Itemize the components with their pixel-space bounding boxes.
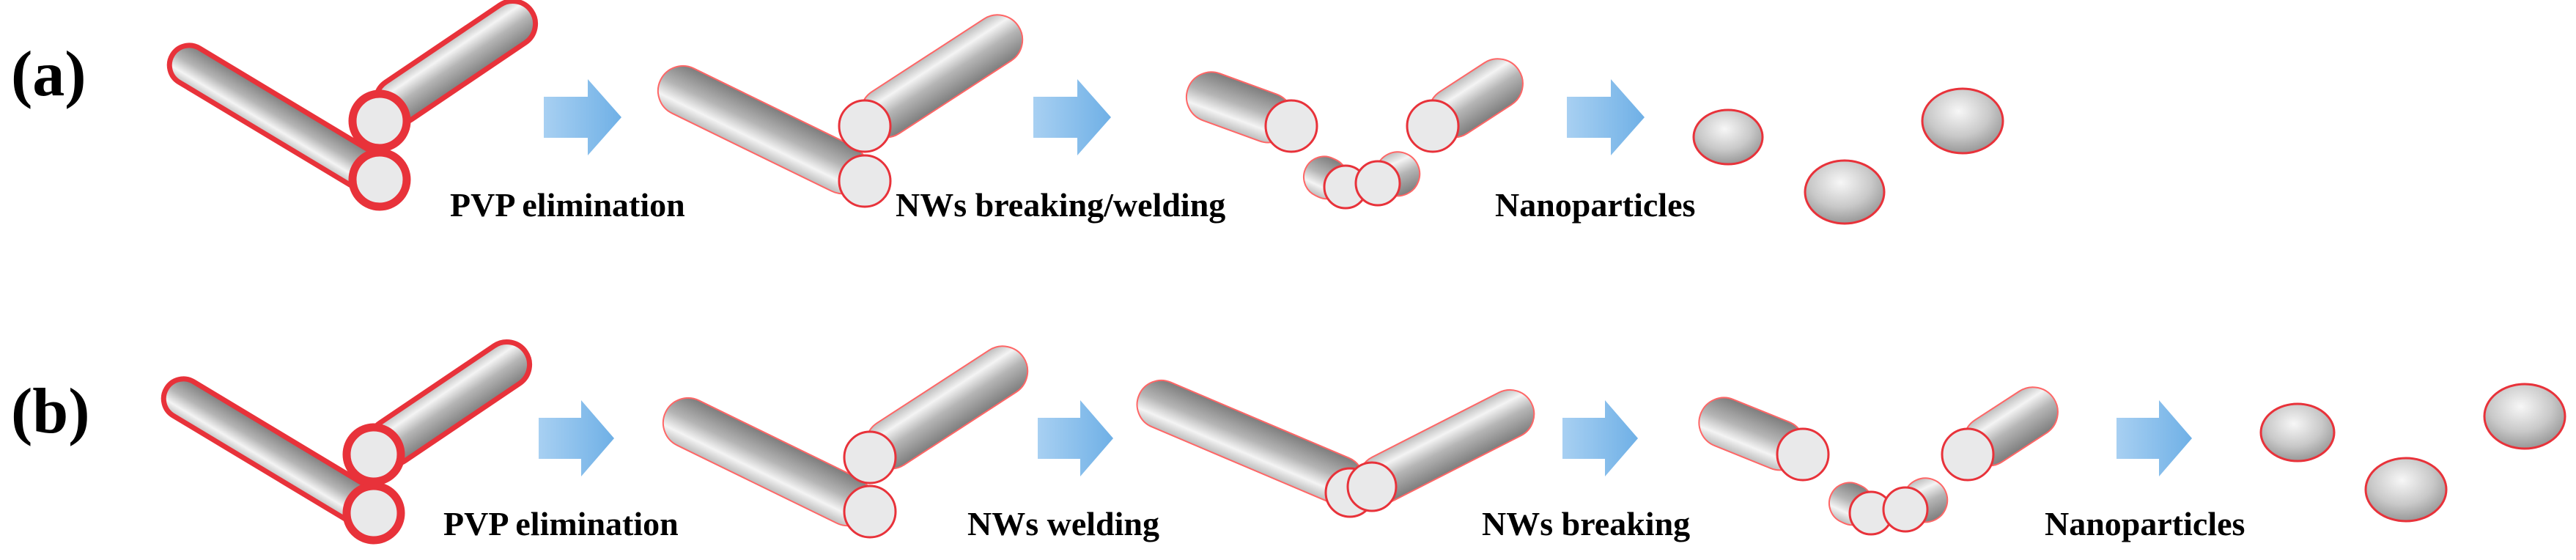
wire-assembly-bare-b <box>662 345 1029 539</box>
arrow-right-icon <box>1033 79 1111 155</box>
wire-assembly-pvp-coated-a <box>166 0 539 211</box>
wire-assembly-pvp-coated-b <box>160 339 533 545</box>
arrow-right-icon <box>1038 400 1113 476</box>
arrow-right-icon <box>2116 400 2192 476</box>
step-label-nanoparticles: Nanoparticles <box>1495 186 1695 224</box>
broken-wire-segments-b <box>1698 386 2059 536</box>
step-label-nws-welding: NWs welding <box>967 505 1159 542</box>
step-label-pvp-elimination: PVP elimination <box>443 505 679 542</box>
arrow-right-icon <box>1567 79 1645 155</box>
panel-label-a: (a) <box>11 39 86 110</box>
arrow-right-icon <box>1562 400 1638 476</box>
step-label-nws-breaking: NWs breaking <box>1482 505 1690 542</box>
panel-label-b: (b) <box>11 376 90 447</box>
welded-wire-assembly-b <box>1136 379 1535 518</box>
broken-wire-segments-a <box>1185 58 1524 210</box>
arrow-right-icon <box>539 400 614 476</box>
arrow-right-icon <box>544 79 621 155</box>
wire-assembly-bare-a <box>657 14 1024 208</box>
step-label-nanoparticles: Nanoparticles <box>2045 505 2245 542</box>
step-label-pvp-elimination: PVP elimination <box>450 186 685 224</box>
nanoparticles-a <box>1692 87 2004 225</box>
step-label-nws-breaking-welding: NWs breaking/welding <box>896 186 1225 224</box>
nanoparticles-b <box>2259 383 2566 523</box>
